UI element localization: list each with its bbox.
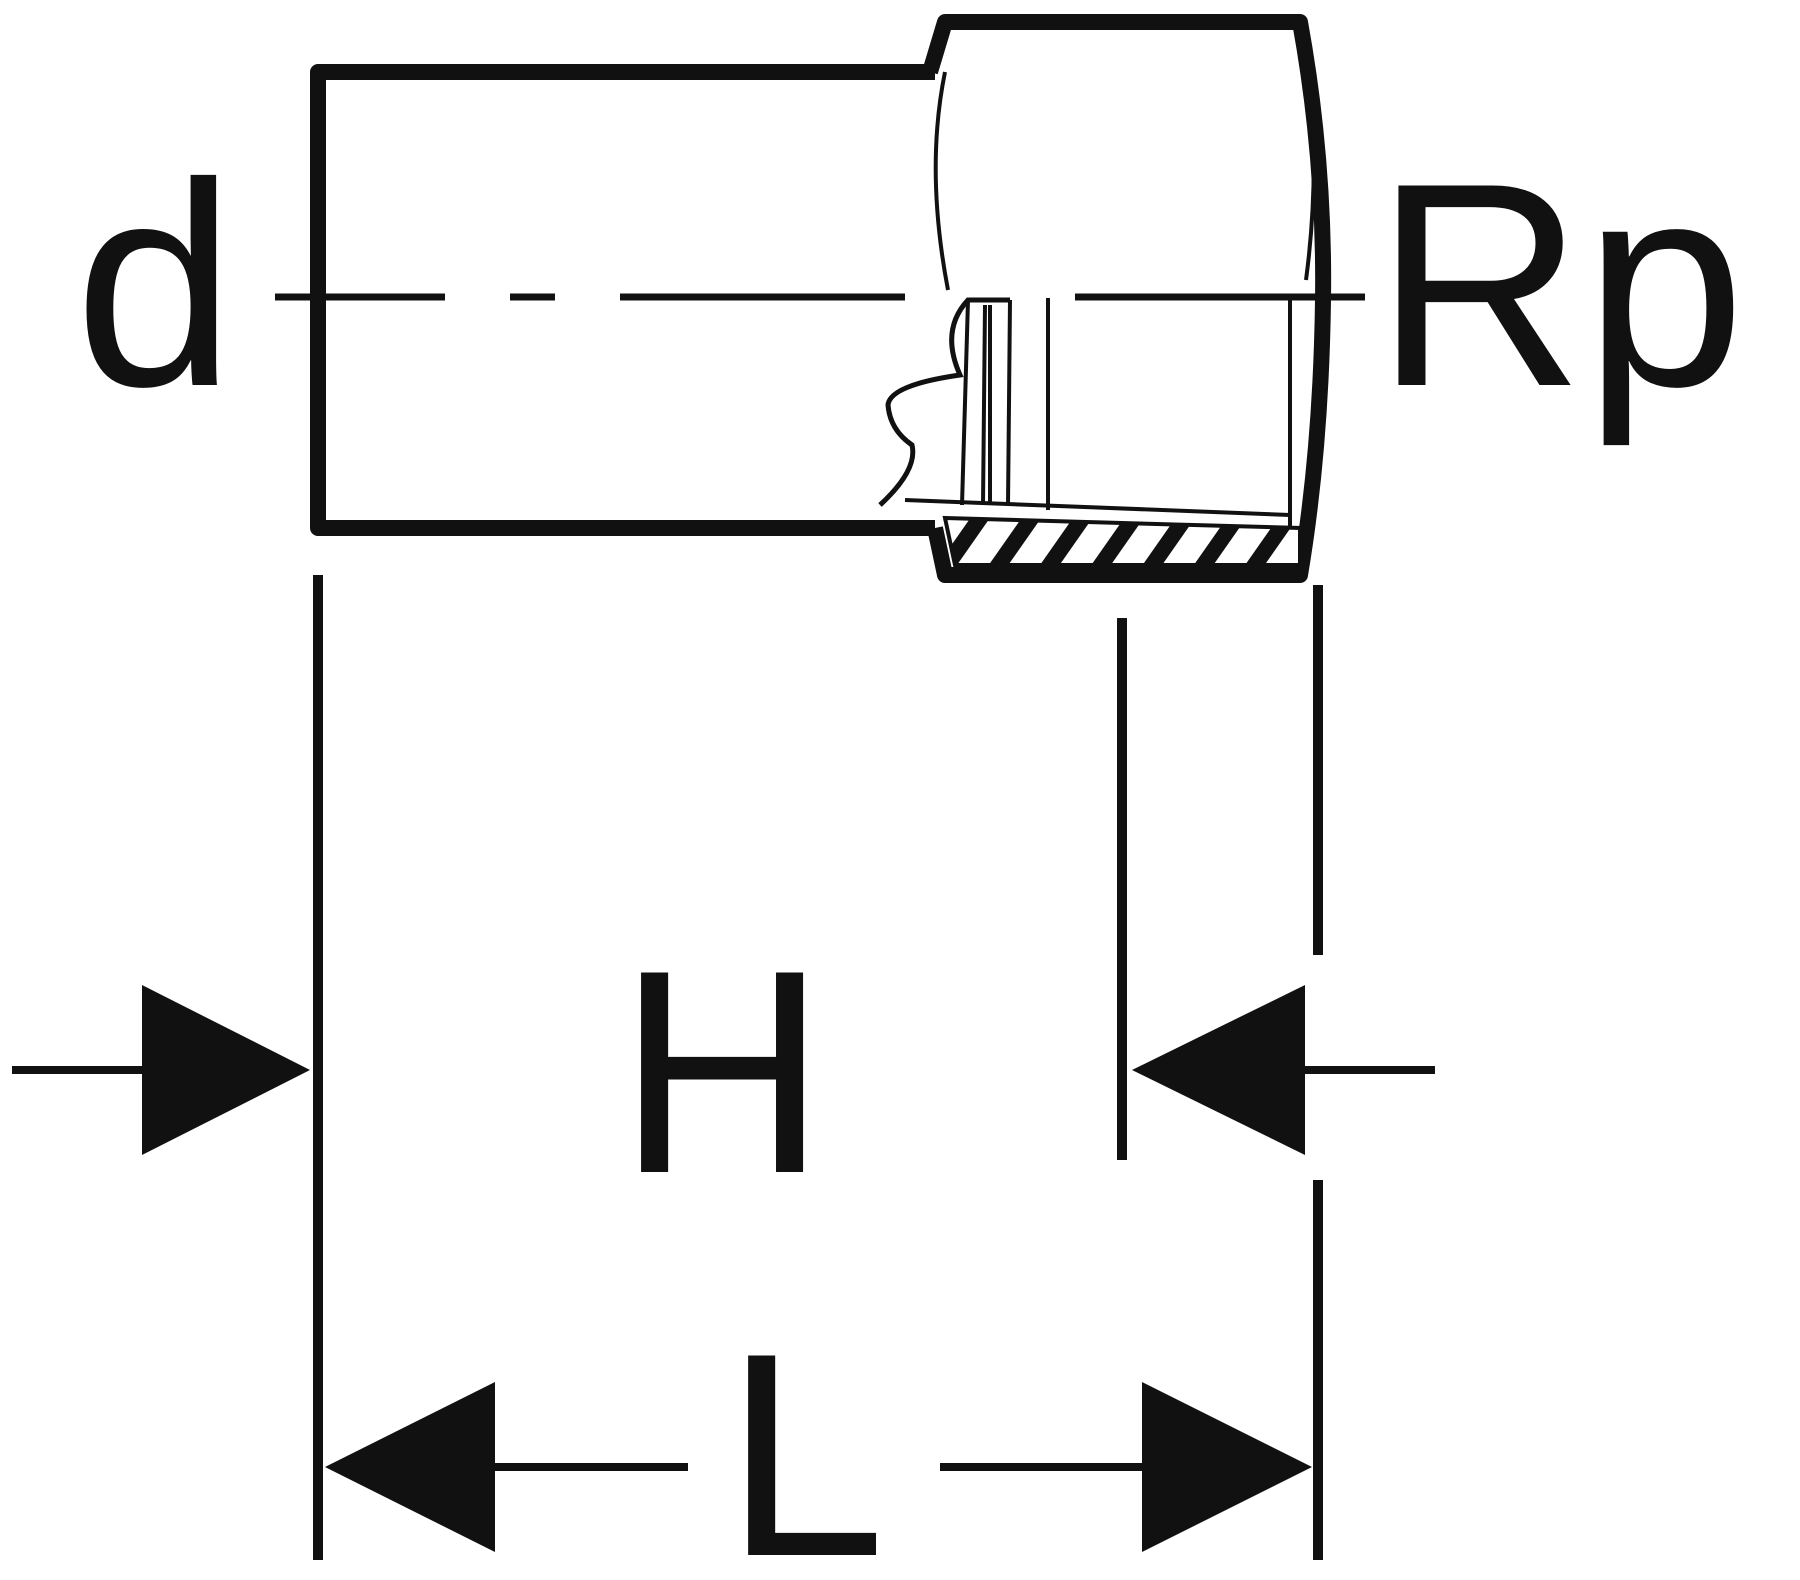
socket-right-edge-curve [1303, 39, 1316, 281]
section-bottom-line [904, 498, 1291, 517]
label-rp: Rp [1375, 123, 1746, 448]
section-inner-wall [960, 299, 992, 506]
section-thread-start [1006, 298, 1292, 540]
section-break-line [878, 297, 1010, 507]
label-l: L [724, 1293, 885, 1580]
dimension-h-arrow-right [1132, 985, 1305, 1155]
thread-hatching [942, 515, 1302, 567]
label-d: d [74, 123, 235, 447]
dimension-l-arrow-left [325, 1382, 495, 1552]
label-h: H [617, 910, 826, 1234]
dimension-l-arrow-right [1142, 1382, 1312, 1552]
dimension-h-arrow-left [142, 985, 310, 1155]
socket-shoulder-seam [933, 71, 950, 291]
